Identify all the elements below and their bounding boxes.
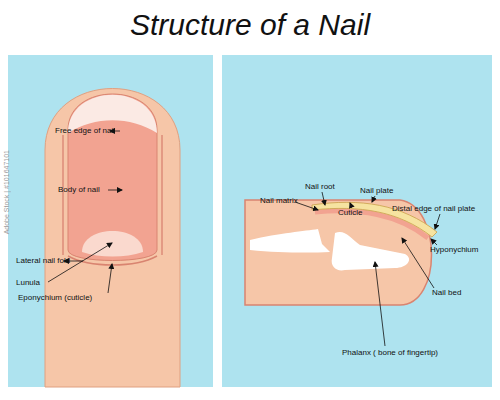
leader-line bbox=[375, 262, 385, 346]
title: Structure of a Nail bbox=[130, 8, 370, 42]
part-label: Free edge of nail bbox=[55, 126, 115, 136]
middle-phalanx bbox=[250, 229, 330, 253]
part-label: Hyponychium bbox=[430, 245, 478, 255]
part-label: Nail bed bbox=[432, 288, 461, 298]
part-label: Phalanx ( bone of fingertip) bbox=[342, 348, 438, 358]
part-label: Nail plate bbox=[360, 186, 393, 196]
part-label: Body of nail bbox=[58, 185, 100, 195]
leader-line bbox=[350, 203, 352, 208]
leader-line bbox=[295, 202, 318, 210]
part-label: Nail matrix bbox=[260, 196, 298, 206]
leader-line bbox=[431, 239, 437, 245]
part-label: Eponychium (cuticle) bbox=[18, 293, 92, 303]
part-label: Lunula bbox=[16, 278, 40, 288]
leader-line bbox=[435, 214, 440, 229]
leader-line bbox=[322, 192, 325, 205]
nail-body bbox=[68, 94, 157, 261]
part-label: Nail root bbox=[305, 182, 335, 192]
eponychium bbox=[68, 256, 157, 265]
part-label: Cuticle bbox=[338, 208, 362, 218]
right-panel bbox=[222, 55, 492, 387]
finger-top-view bbox=[45, 89, 180, 388]
leader-line bbox=[108, 264, 112, 293]
leader-line bbox=[108, 190, 122, 191]
leader-line bbox=[372, 196, 375, 202]
leader-line bbox=[402, 238, 434, 288]
distal-phalanx bbox=[332, 232, 409, 270]
nail-bed bbox=[315, 211, 428, 238]
part-label: Lateral nail fold bbox=[16, 256, 70, 266]
watermark: Adobe Stock | #101647101 bbox=[3, 150, 10, 234]
part-label: Distal edge of nail plate bbox=[392, 204, 475, 214]
lateral-fold bbox=[62, 135, 64, 255]
left-panel bbox=[8, 55, 213, 387]
lunula bbox=[82, 231, 143, 257]
lateral-fold bbox=[161, 135, 163, 255]
